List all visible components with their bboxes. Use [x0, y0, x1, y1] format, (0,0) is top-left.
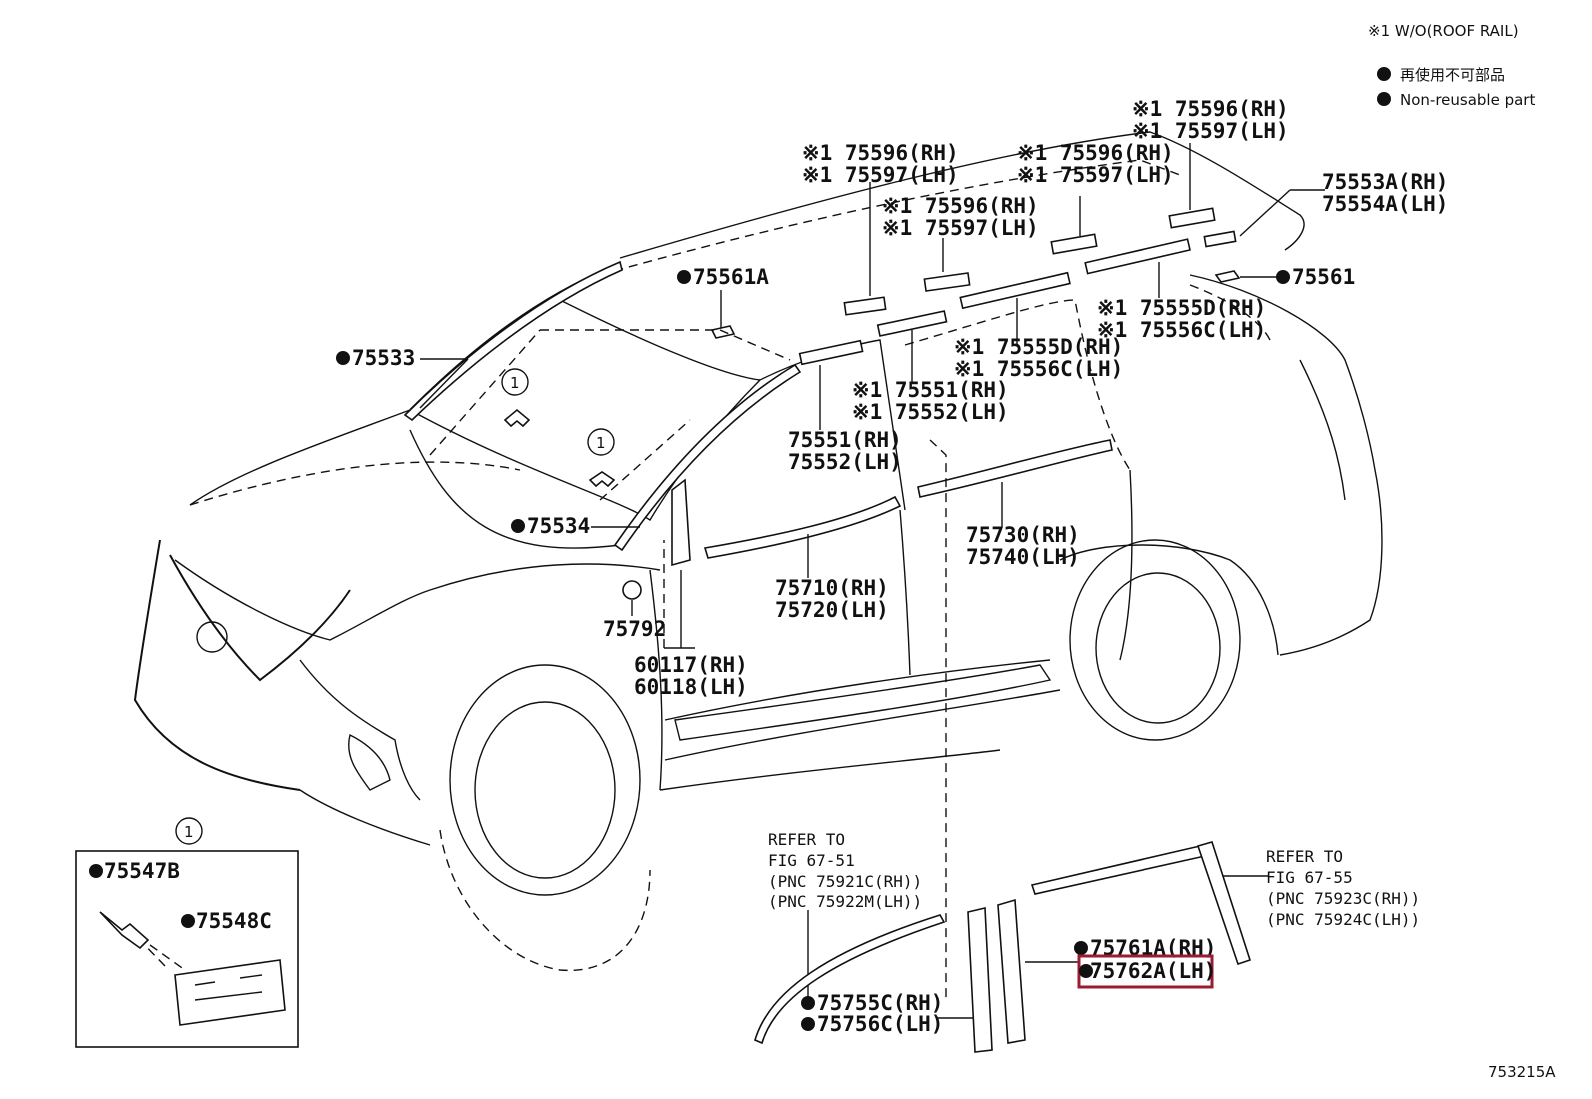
callout-75597-lh[interactable]: ※1 75597(LH) [802, 163, 959, 187]
window-frame-parts [754, 841, 1252, 1053]
pnc-75923c: (PNC 75923C(RH)) [1266, 889, 1420, 908]
highlight-box [1077, 954, 1214, 989]
non-reusable-dot-icon [336, 351, 350, 365]
circle-marker-text: 1 [510, 374, 520, 392]
callout-75720-lh[interactable]: 75720(LH) [775, 598, 889, 622]
callout-75555d-rh[interactable]: ※1 75555D(RH) [954, 335, 1123, 359]
pnc-75922m: (PNC 75922M(LH)) [768, 892, 922, 911]
callout-75548c[interactable]: 75548C [196, 909, 272, 933]
callout-75755c-rh[interactable]: 75755C(RH) [817, 991, 943, 1015]
pnc-75921c: (PNC 75921C(RH)) [768, 872, 922, 891]
vehicle-outline [133, 131, 1383, 972]
callout-75552-lh[interactable]: ※1 75552(LH) [852, 400, 1009, 424]
callout-75551-rh[interactable]: 75551(RH) [788, 428, 902, 452]
callout-60117-rh[interactable]: 60117(RH) [634, 653, 748, 677]
callout-75551-rh[interactable]: ※1 75551(RH) [852, 378, 1009, 402]
callout-75756c-lh[interactable]: 75756C(LH) [817, 1012, 943, 1036]
callout-75596-rh[interactable]: ※1 75596(RH) [1132, 97, 1289, 121]
callout-75596-rh[interactable]: ※1 75596(RH) [882, 194, 1039, 218]
part-callouts: ※1 75596(RH) ※1 75597(LH) ※1 75596(RH) ※… [89, 97, 1448, 1036]
legend: ※1 W/O(ROOF RAIL) 再使用不可部品 Non-reusable p… [1368, 22, 1535, 109]
legend-jp: 再使用不可部品 [1400, 66, 1505, 84]
non-reusable-dot-icon [1074, 941, 1088, 955]
callout-75534[interactable]: 75534 [527, 514, 590, 538]
clip-markers: 1 1 [501, 368, 616, 488]
callout-75792[interactable]: 75792 [603, 617, 666, 641]
callout-75597-lh[interactable]: ※1 75597(LH) [1017, 163, 1174, 187]
bullet-icon [1377, 92, 1391, 106]
door-belt-moldings [622, 439, 1113, 600]
circle-marker-text: 1 [184, 823, 194, 841]
callout-75710-rh[interactable]: 75710(RH) [775, 576, 889, 600]
fig-67-51-link[interactable]: FIG 67-51 [768, 851, 855, 870]
bullet-icon [1377, 67, 1391, 81]
callout-75555d-rh[interactable]: ※1 75555D(RH) [1097, 296, 1266, 320]
callout-60118-lh[interactable]: 60118(LH) [634, 675, 748, 699]
callout-75561[interactable]: 75561 [1292, 265, 1355, 289]
inset-detail-box: 1 [75, 817, 299, 1048]
leader-lines [129, 143, 1325, 1019]
callout-75730-rh[interactable]: 75730(RH) [966, 523, 1080, 547]
callout-75561a[interactable]: 75561A [693, 265, 769, 289]
callout-75596-rh[interactable]: ※1 75596(RH) [802, 141, 959, 165]
non-reusable-dot-icon [511, 519, 525, 533]
non-reusable-dot-icon [677, 270, 691, 284]
callout-75597-lh[interactable]: ※1 75597(LH) [882, 216, 1039, 240]
callout-75533[interactable]: 75533 [352, 346, 415, 370]
callout-75556c-lh[interactable]: ※1 75556C(LH) [1097, 318, 1266, 342]
legend-en: Non-reusable part [1400, 91, 1535, 109]
callout-75552-lh[interactable]: 75552(LH) [788, 450, 902, 474]
non-reusable-dot-icon [181, 914, 195, 928]
legend-note: ※1 W/O(ROOF RAIL) [1368, 22, 1519, 40]
callout-75596-rh[interactable]: ※1 75596(RH) [1017, 141, 1174, 165]
callout-75740-lh[interactable]: 75740(LH) [966, 545, 1080, 569]
callout-75762a-lh[interactable]: 75762A(LH) [1090, 959, 1216, 983]
non-reusable-dot-icon [801, 996, 815, 1010]
pnc-75924c: (PNC 75924C(LH)) [1266, 910, 1420, 929]
non-reusable-dot-icon [801, 1017, 815, 1031]
circle-marker-text: 1 [596, 434, 606, 452]
non-reusable-dot-icon [1276, 270, 1290, 284]
refer-to-label: REFER TO [768, 830, 845, 849]
callout-75547b[interactable]: 75547B [104, 859, 180, 883]
figure-id: 753215A [1488, 1063, 1556, 1081]
callout-75556c-lh[interactable]: ※1 75556C(LH) [954, 357, 1123, 381]
roof-moldings [403, 207, 1241, 552]
fig-67-55-link[interactable]: FIG 67-55 [1266, 868, 1353, 887]
non-reusable-dot-icon [89, 864, 103, 878]
callout-75553a-rh[interactable]: 75553A(RH) [1322, 170, 1448, 194]
non-reusable-dot-icon [1079, 964, 1093, 978]
refer-to-label: REFER TO [1266, 847, 1343, 866]
callout-75554a-lh[interactable]: 75554A(LH) [1322, 192, 1448, 216]
callout-75597-lh[interactable]: ※1 75597(LH) [1132, 119, 1289, 143]
